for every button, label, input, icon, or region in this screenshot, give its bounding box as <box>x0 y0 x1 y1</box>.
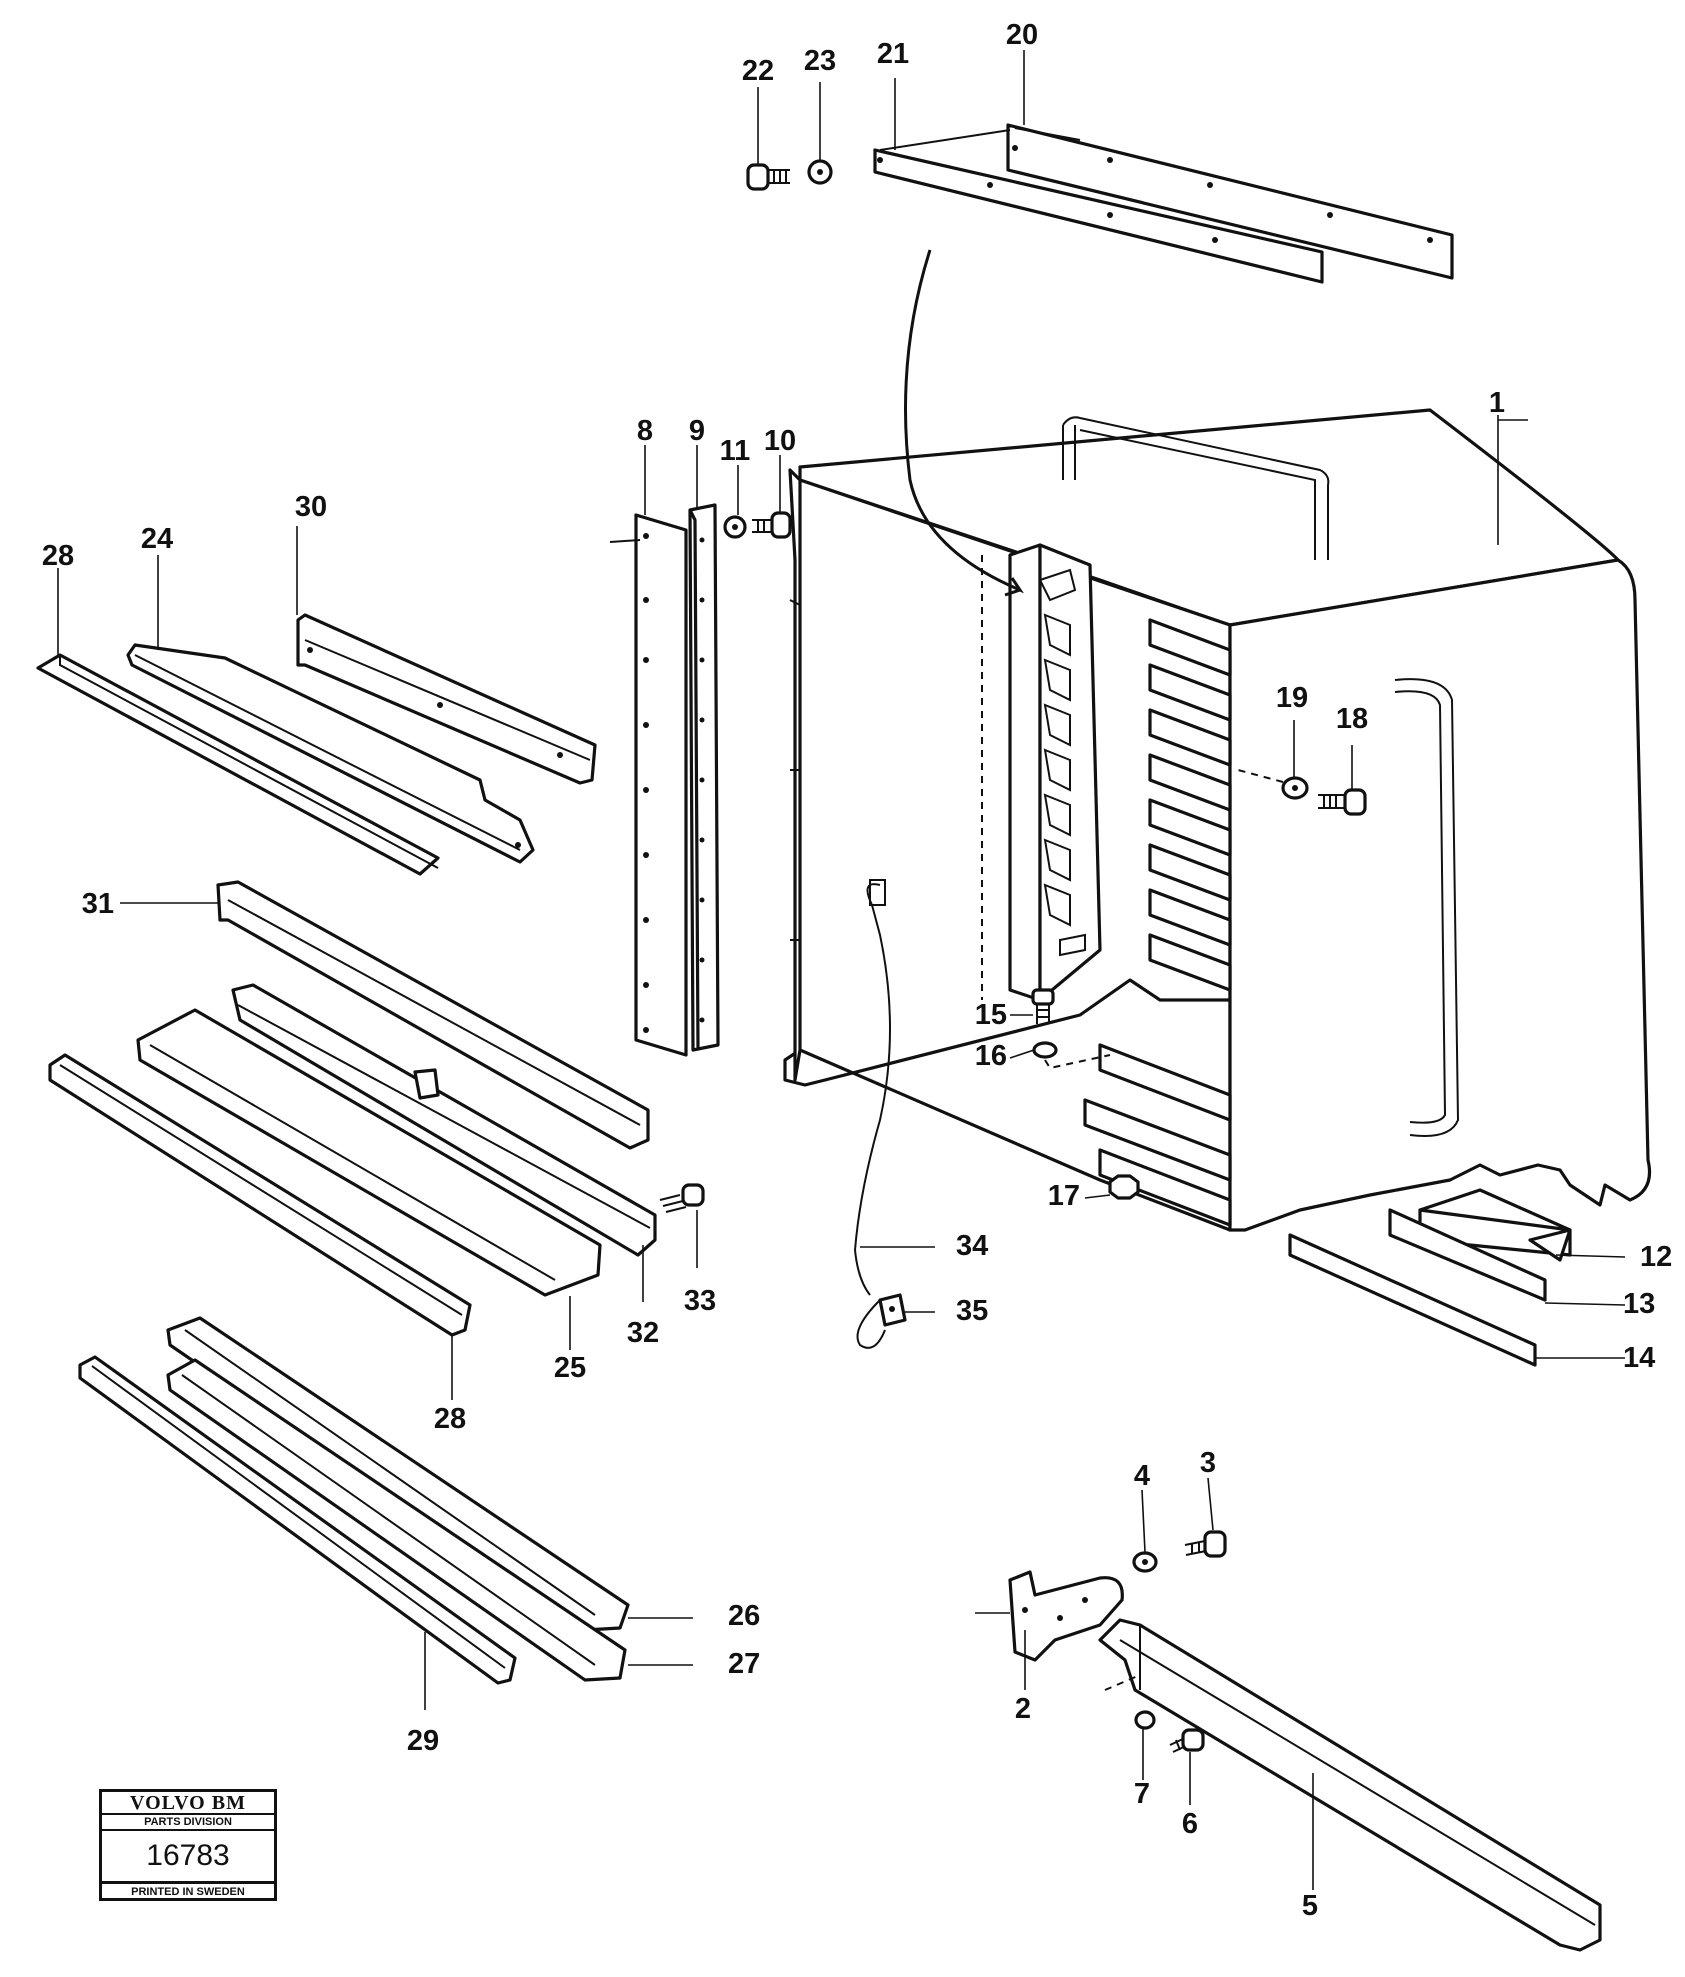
callout-32: 32 <box>627 1317 659 1349</box>
parts-division-stamp: VOLVO BM PARTS DIVISION 16783 PRINTED IN… <box>99 1789 277 1901</box>
callout-24: 24 <box>141 523 173 555</box>
callout-15: 15 <box>975 999 1007 1031</box>
stamp-brand: VOLVO BM <box>102 1792 274 1815</box>
angle-strip-part-30 <box>296 613 597 785</box>
top-strip-part-21 <box>873 129 1324 284</box>
bottom-strip-part-14 <box>1288 1233 1537 1367</box>
stamp-number: 16783 <box>102 1831 274 1884</box>
top-strip-part-20 <box>1006 123 1454 280</box>
bottom-strip-part-13 <box>1388 1208 1547 1302</box>
stamp-division: PARTS DIVISION <box>102 1815 274 1831</box>
callout-16: 16 <box>975 1040 1007 1072</box>
callout-14: 14 <box>1623 1342 1655 1374</box>
callout-10: 10 <box>764 425 796 457</box>
callout-22: 22 <box>742 55 774 87</box>
callout-6: 6 <box>1182 1808 1198 1840</box>
sealing-strip-part-29 <box>78 1355 517 1685</box>
callout-11: 11 <box>720 435 751 467</box>
nut-part-17 <box>1108 1174 1140 1200</box>
washer-part-7 <box>1134 1710 1156 1730</box>
callout-35: 35 <box>956 1295 988 1327</box>
callout-33: 33 <box>684 1285 716 1317</box>
strip-part-24 <box>126 643 535 864</box>
callout-21: 21 <box>877 38 909 70</box>
callout-20: 20 <box>1006 19 1038 51</box>
vertical-strip-part-9 <box>688 503 720 1052</box>
channel-strip-part-32 <box>231 983 657 1257</box>
vertical-strip-part-8 <box>609 513 688 1057</box>
callout-1: 1 <box>1489 387 1505 419</box>
callout-4: 4 <box>1134 1460 1150 1492</box>
callout-2: 2 <box>1015 1693 1031 1725</box>
callout-34: 34 <box>956 1230 988 1262</box>
bolt-part-6 <box>1169 1728 1205 1753</box>
callout-25: 25 <box>554 1352 586 1384</box>
routing-arrow <box>904 249 1025 597</box>
callout-23: 23 <box>804 45 836 77</box>
louvre-array <box>1148 618 1232 992</box>
bolt-part-10 <box>752 511 792 539</box>
washer-part-4 <box>1132 1551 1158 1573</box>
bolt-part-3 <box>1184 1530 1227 1558</box>
washer-part-19 <box>1237 769 1309 800</box>
bolt-part-22 <box>746 163 790 191</box>
callout-8: 8 <box>637 415 653 447</box>
callout-27: 27 <box>728 1648 760 1680</box>
callout-labels: 1 2 3 4 5 6 7 8 9 10 11 12 13 14 15 16 1… <box>42 19 1672 1922</box>
callout-18: 18 <box>1336 703 1368 735</box>
strip-part-25 <box>136 1008 602 1297</box>
bolt-part-18 <box>1318 788 1367 816</box>
strip-part-26 <box>166 1316 630 1632</box>
callout-30: 30 <box>295 491 327 523</box>
leader-lines <box>57 50 1626 1890</box>
cable-part-34 <box>853 879 907 1349</box>
sealing-strip-part-28-top <box>36 653 440 876</box>
sealing-strip-part-28-lower <box>48 1053 472 1337</box>
callout-28-lower: 28 <box>434 1403 466 1435</box>
screw-part-33 <box>659 1183 705 1213</box>
callout-9: 9 <box>689 415 705 447</box>
bolt-part-15 <box>1031 988 1055 1024</box>
callout-12: 12 <box>1640 1241 1672 1273</box>
washer-part-11 <box>723 515 747 539</box>
rail-part-5 <box>1098 1618 1602 1952</box>
strip-part-27 <box>166 1358 627 1682</box>
callout-31: 31 <box>82 888 114 920</box>
callout-19: 19 <box>1276 682 1308 714</box>
slot-array <box>1038 568 1086 957</box>
callout-28-top: 28 <box>42 540 74 572</box>
callout-3: 3 <box>1200 1447 1216 1479</box>
channel-strip-part-31 <box>216 880 650 1150</box>
callout-5: 5 <box>1302 1890 1318 1922</box>
callout-26: 26 <box>728 1600 760 1632</box>
housing-part-1 <box>783 408 1652 1232</box>
callout-17: 17 <box>1048 1180 1080 1212</box>
callout-13: 13 <box>1623 1288 1655 1320</box>
bracket-part-2 <box>1008 1570 1124 1662</box>
stamp-printed: PRINTED IN SWEDEN <box>131 1886 245 1898</box>
washer-part-23 <box>807 159 833 185</box>
callout-29: 29 <box>407 1725 439 1757</box>
callout-7: 7 <box>1134 1778 1150 1810</box>
